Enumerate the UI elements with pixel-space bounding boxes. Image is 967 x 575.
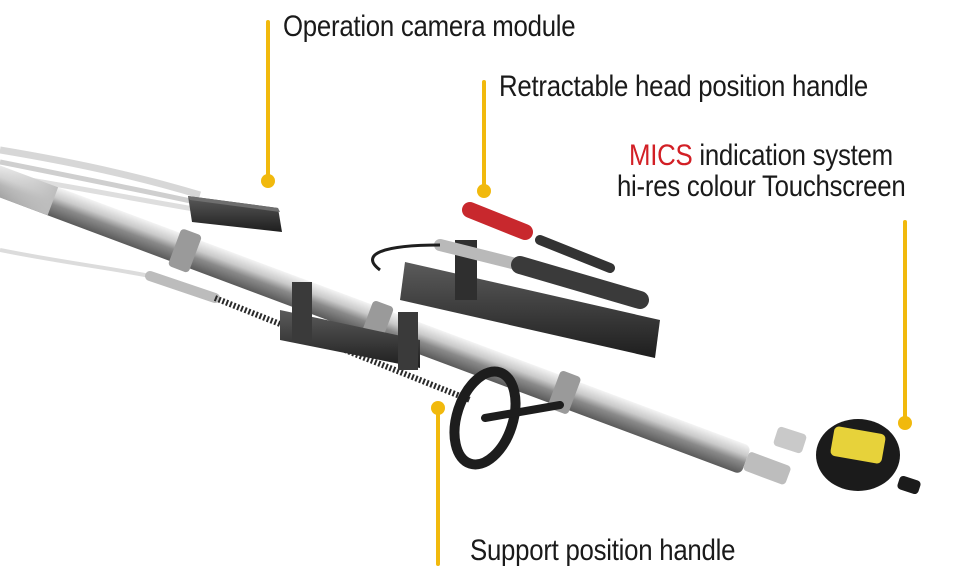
mics-accent-text: MICS: [629, 139, 693, 172]
mics-leader-line: [903, 220, 907, 420]
camera-module-box: [188, 196, 282, 232]
mics-rest-text: indication system: [692, 139, 893, 172]
camera-leader-dot: [261, 174, 275, 188]
head-handle-leader-dot: [477, 184, 491, 198]
label-mics-indication-system: MICS indication system: [629, 139, 893, 173]
support-bracket: [280, 282, 420, 370]
main-tube: [0, 145, 791, 485]
head-handle-leader-line: [482, 80, 486, 190]
camera-leader-line: [266, 20, 270, 178]
label-support-position-handle: Support position handle: [470, 534, 735, 568]
mics-indicator: [773, 419, 921, 495]
mics-leader-dot: [898, 416, 912, 430]
label-text: Retractable head position handle: [499, 70, 868, 103]
label-text: Operation camera module: [283, 10, 576, 43]
label-retractable-head-position-handle: Retractable head position handle: [499, 70, 868, 104]
label-text: Support position handle: [470, 534, 736, 567]
support-leader-line: [436, 408, 440, 566]
clamp-assembly: [371, 202, 660, 358]
label-touchscreen: hi-res colour Touchscreen: [616, 170, 906, 204]
label-operation-camera-module: Operation camera module: [283, 10, 576, 44]
label-text: hi-res colour Touchscreen: [616, 170, 906, 203]
handwheel: [449, 366, 564, 470]
